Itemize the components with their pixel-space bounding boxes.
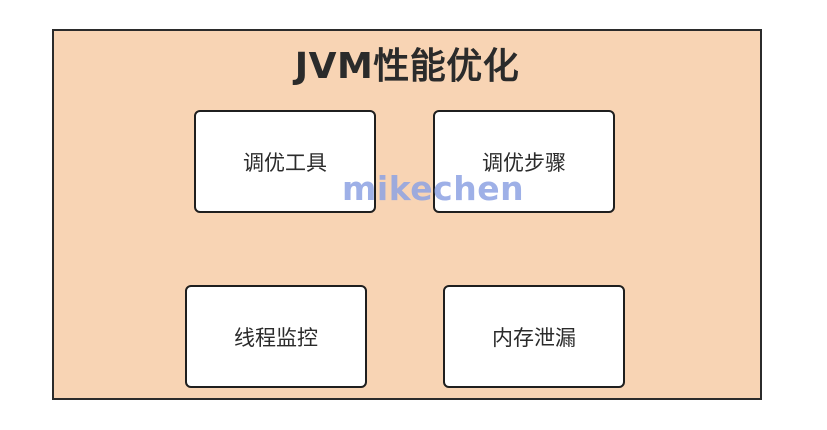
node-label: 内存泄漏 [492, 325, 576, 350]
node-label: 调优步骤 [482, 150, 566, 175]
node-label: 调优工具 [243, 150, 327, 175]
node-label: 线程监控 [234, 325, 318, 350]
node-thread-monitoring: 线程监控 [185, 285, 367, 388]
node-tuning-steps: 调优步骤 [433, 110, 615, 213]
diagram-frame: JVM性能优化 调优工具 调优步骤 线程监控 内存泄漏 mikechen [52, 29, 762, 400]
node-memory-leak: 内存泄漏 [443, 285, 625, 388]
diagram-title: JVM性能优化 [294, 46, 520, 87]
node-tuning-tools: 调优工具 [194, 110, 376, 213]
